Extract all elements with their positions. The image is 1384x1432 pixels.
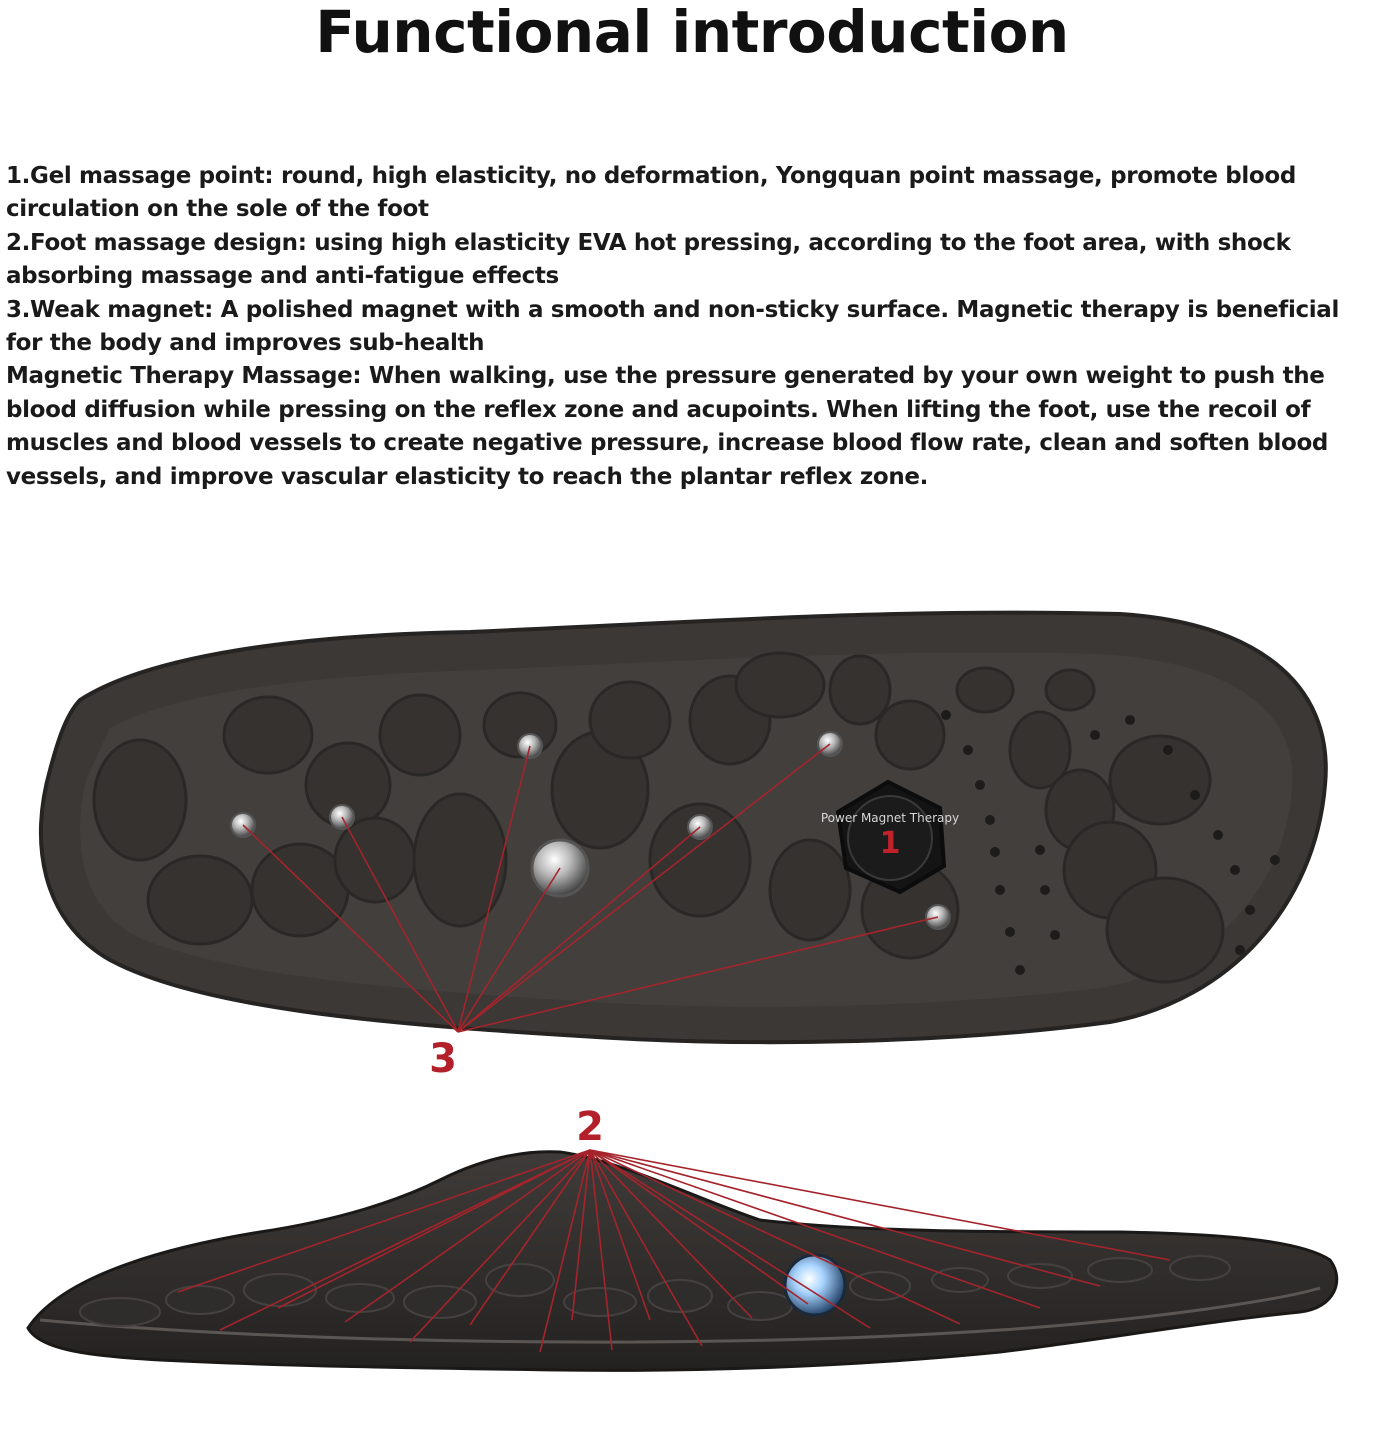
insole-figure: Power Magnet Therapy 1 3	[0, 560, 1384, 1432]
insole-top-view: Power Magnet Therapy 1 3	[38, 610, 1328, 1082]
page-title: Functional introduction	[315, 0, 1069, 66]
feature-magnetic-therapy-massage: Magnetic Therapy Massage: When walking, …	[6, 363, 1329, 490]
magnet-badge-text: Power Magnet Therapy	[821, 811, 959, 825]
callout-3-lines	[242, 743, 939, 1033]
feature-weak-magnet: 3.Weak magnet: A polished magnet with a …	[6, 296, 1340, 357]
callout-2-lines	[177, 1149, 1171, 1353]
callout-number-3: 3	[429, 1036, 457, 1082]
magnet-badge: Power Magnet Therapy 1	[821, 779, 959, 895]
feature-description: 1.Gel massage point: round, high elastic…	[6, 160, 1382, 494]
feature-foot-massage-design: 2.Foot massage design: using high elasti…	[6, 229, 1291, 290]
callout-number-2: 2	[576, 1104, 604, 1150]
callout-number-1: 1	[880, 826, 901, 861]
insole-side-view: 2	[26, 1104, 1339, 1372]
feature-gel-massage-point: 1.Gel massage point: round, high elastic…	[6, 163, 1296, 223]
